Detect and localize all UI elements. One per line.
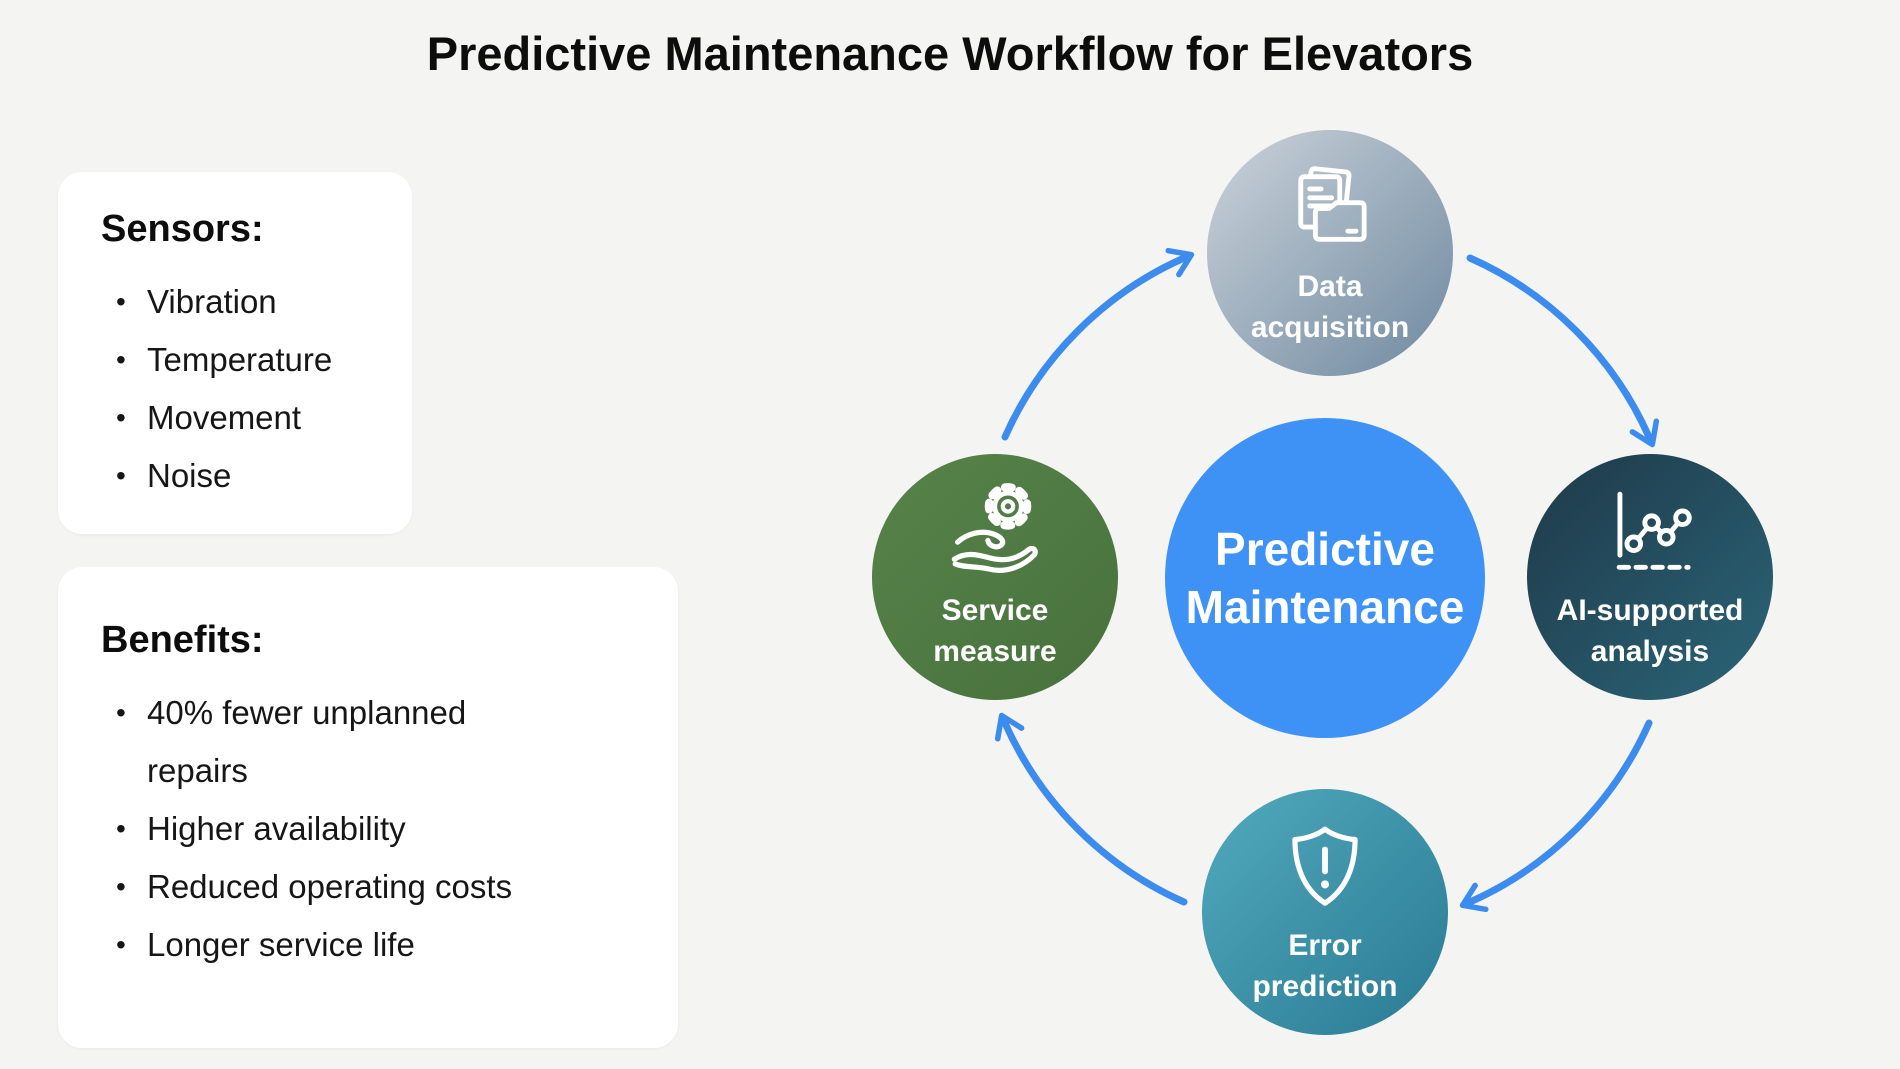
shield-alert-icon <box>1273 817 1377 921</box>
list-item: Noise <box>101 447 384 505</box>
node-label: Data acquisition <box>1250 270 1410 344</box>
list-item: Vibration <box>101 273 384 331</box>
node-error-prediction: Error prediction <box>1202 789 1448 1035</box>
list-item: 40% fewer unplanned repairs <box>101 684 547 800</box>
arrow-error-to-service <box>994 712 1188 906</box>
center-node-label: Predictive Maintenance <box>1185 523 1465 633</box>
page-title: Predictive Maintenance Workflow for Elev… <box>426 27 1474 80</box>
node-label: Error prediction <box>1252 929 1398 1003</box>
benefits-list: 40% fewer unplanned repairs Higher avail… <box>101 684 650 974</box>
benefits-heading: Benefits: <box>101 619 264 661</box>
node-data-acquisition: Data acquisition <box>1207 130 1453 376</box>
sensors-heading: Sensors: <box>101 208 264 250</box>
list-item: Higher availability <box>101 800 547 858</box>
list-item: Reduced operating costs <box>101 858 547 916</box>
hand-gear-icon <box>943 482 1047 586</box>
arrow-service-to-data <box>1001 247 1195 441</box>
list-item: Movement <box>101 389 384 447</box>
node-label: Service measure <box>933 594 1057 668</box>
node-ai-supported-analysis: AI-supported analysis <box>1527 454 1773 700</box>
arrow-data-to-analysis <box>1466 254 1660 448</box>
sensors-card: Sensors: Vibration Temperature Movement … <box>58 172 412 534</box>
line-chart-icon <box>1598 482 1702 586</box>
arrow-analysis-to-error <box>1459 719 1653 913</box>
documents-folder-icon <box>1278 158 1382 262</box>
sensors-list: Vibration Temperature Movement Noise <box>101 273 384 505</box>
center-node-predictive-maintenance: Predictive Maintenance <box>1165 418 1485 738</box>
list-item: Longer service life <box>101 916 547 974</box>
node-service-measure: Service measure <box>872 454 1118 700</box>
list-item: Temperature <box>101 331 384 389</box>
benefits-card: Benefits: 40% fewer unplanned repairs Hi… <box>58 567 678 1048</box>
node-label: AI-supported analysis <box>1556 594 1744 668</box>
